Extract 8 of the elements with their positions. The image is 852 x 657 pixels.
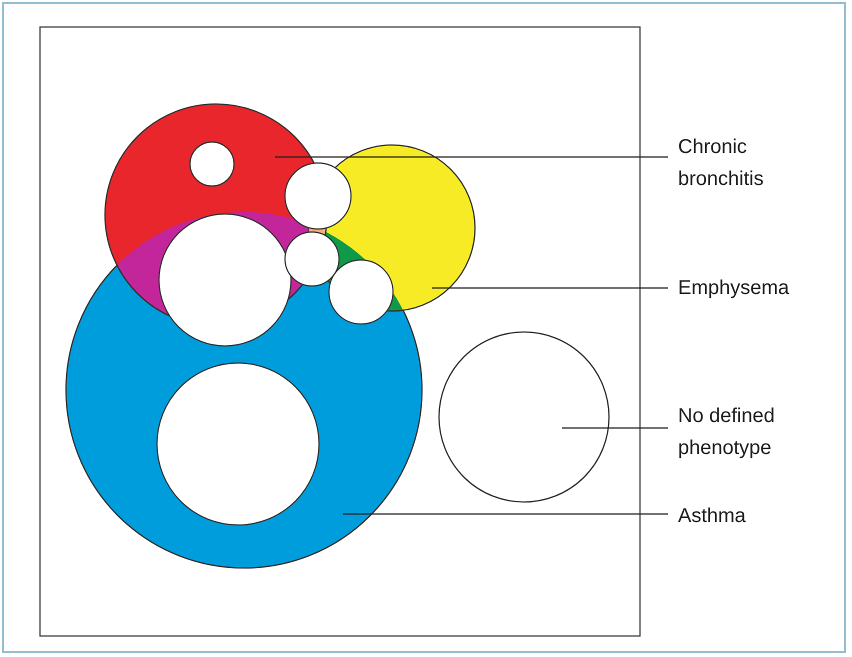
callout-label: No defined phenotype [678,400,808,464]
callout-label: Asthma [678,500,808,532]
leader-line [562,427,668,429]
leader-line [275,156,668,158]
leader-line [343,513,668,515]
callout-label: Chronic bronchitis [678,131,808,195]
callout-label: Emphysema [678,272,808,304]
leader-line [432,287,668,289]
